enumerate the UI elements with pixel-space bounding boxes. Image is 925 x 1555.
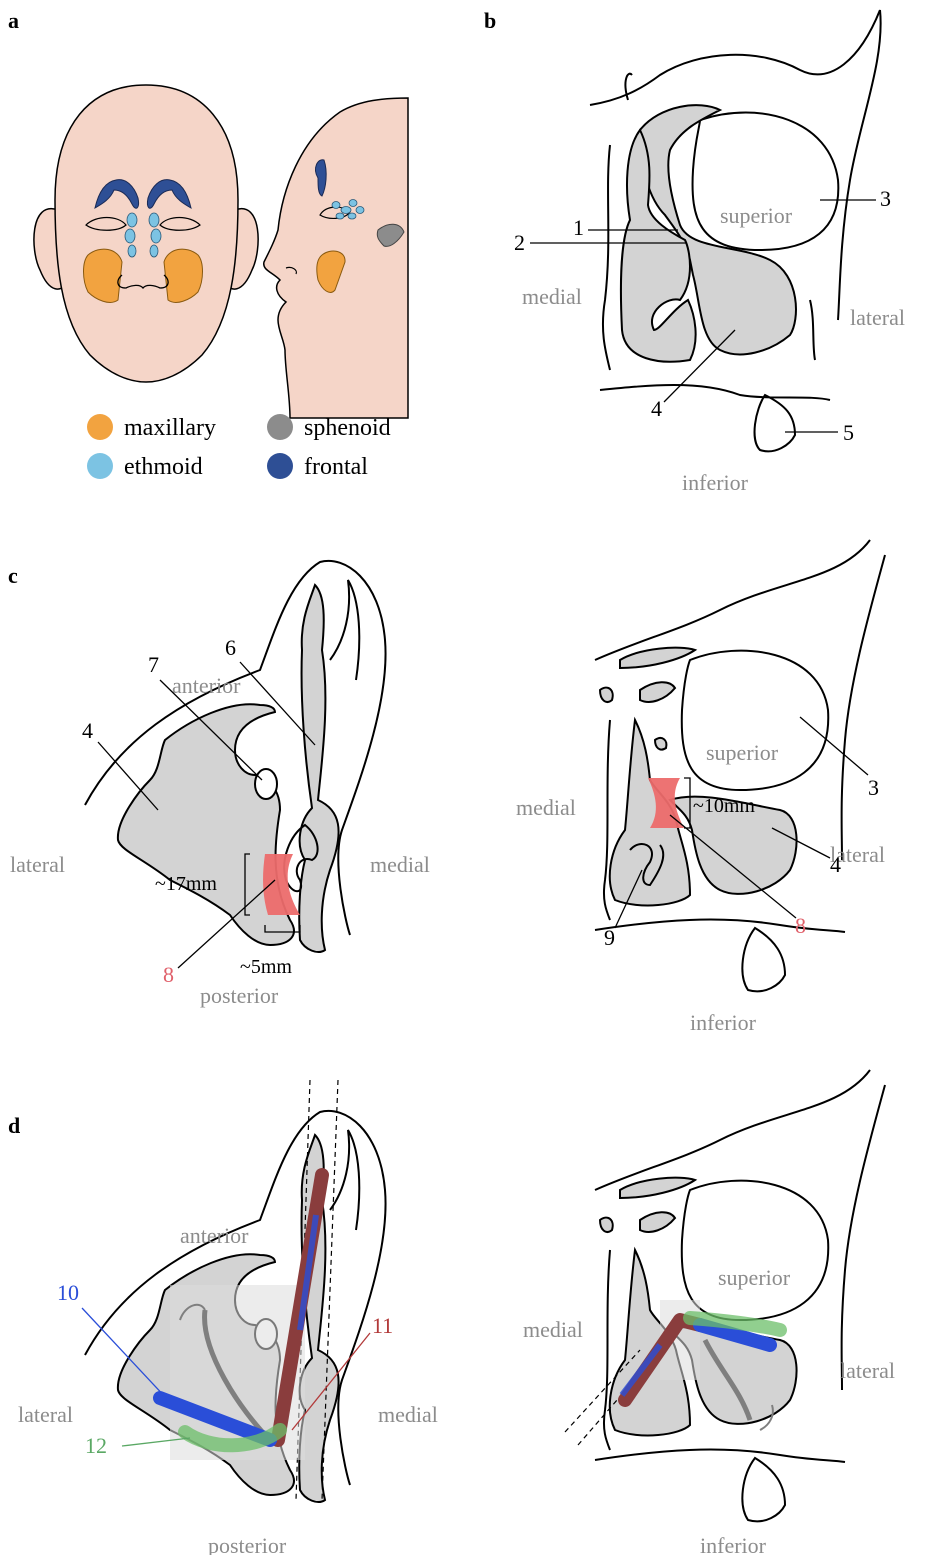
b-superior: superior [720, 203, 793, 228]
lateral-wall-b [838, 10, 881, 320]
tissue-strip-d [620, 1178, 695, 1198]
front-face-illustration [34, 85, 258, 382]
legend-label-ethmoid: ethmoid [124, 454, 203, 480]
d-right-lateral: lateral [840, 1358, 895, 1383]
b-num-3: 3 [880, 186, 891, 211]
highlight-8-c [263, 854, 300, 915]
skull-outline-c [595, 540, 870, 660]
axial-section-d [85, 1080, 386, 1502]
legend-label-maxillary: maxillary [124, 415, 216, 441]
d-right-inferior: inferior [700, 1533, 767, 1555]
sinus-legend: maxillary sphenoid ethmoid frontal [87, 414, 391, 480]
legend-label-frontal: frontal [304, 454, 368, 480]
orbit-c [682, 651, 828, 790]
legend-swatch-ethmoid [87, 453, 113, 479]
lateral-line-b [810, 300, 815, 360]
b-inferior: inferior [682, 470, 749, 495]
septum-top-b [625, 74, 632, 100]
side-face-illustration [264, 98, 408, 418]
nasal-ala-c [330, 580, 359, 680]
septum-c [299, 585, 338, 952]
c-lead-4 [98, 742, 158, 810]
lateral-wall-d [842, 1085, 885, 1390]
coronal-section-b [590, 10, 881, 451]
legend-swatch-frontal [267, 453, 293, 479]
orbit-b [693, 113, 839, 251]
d-anterior: anterior [180, 1223, 249, 1248]
structure-7-c [255, 769, 277, 799]
c-num-7: 7 [148, 652, 159, 677]
tissue-small-c [600, 688, 613, 702]
c-right-medial: medial [516, 795, 576, 820]
coronal-section-c [595, 540, 885, 991]
skull-outline-d [595, 1070, 870, 1190]
c-meas-5mm: ~5mm [240, 956, 292, 978]
orbit-d [682, 1181, 828, 1320]
tissue-blob-d [640, 1212, 675, 1232]
head-outline [55, 85, 238, 382]
legend-label-sphenoid: sphenoid [304, 415, 391, 441]
c-medial: medial [370, 852, 430, 877]
panel-label-b: b [484, 8, 496, 33]
panel-label-a: a [8, 8, 19, 33]
floor-d-right [595, 1450, 845, 1462]
c-right-superior: superior [706, 740, 779, 765]
b-num-1: 1 [573, 215, 584, 240]
panel-label-c: c [8, 563, 18, 588]
c-posterior: posterior [200, 983, 279, 1008]
lateral-wall-c [842, 555, 885, 860]
c-anterior: anterior [172, 673, 241, 698]
tooth-d-right [742, 1458, 785, 1521]
d-label-10: 10 [57, 1280, 79, 1305]
tissue-blob-c [640, 682, 675, 702]
c-meas-17mm: ~17mm [155, 873, 217, 895]
d-label-11: 11 [372, 1313, 393, 1338]
d-posterior: posterior [208, 1533, 287, 1555]
coronal-section-d [565, 1070, 885, 1521]
tissue-dot-c [655, 738, 666, 750]
septum-b [603, 145, 610, 370]
b-num-2: 2 [514, 230, 525, 255]
tissue-small-d [600, 1218, 613, 1232]
c-right-inferior: inferior [690, 1010, 757, 1035]
b-num-5: 5 [843, 420, 854, 445]
turbinate-tissue-c-right [610, 720, 690, 905]
legend-swatch-maxillary [87, 414, 113, 440]
c-num-8: 8 [163, 962, 174, 987]
c-lateral: lateral [10, 852, 65, 877]
septum-d-right [604, 1250, 610, 1450]
c-right-num-4: 4 [830, 852, 841, 877]
skull-outline-b [590, 10, 880, 105]
legend-swatch-sphenoid [267, 414, 293, 440]
c-right-num-3: 3 [868, 775, 879, 800]
c-right-num-8: 8 [795, 913, 806, 938]
floor-b [600, 385, 830, 400]
tooth-c-right [742, 928, 785, 991]
d-medial: medial [378, 1402, 438, 1427]
d-right-superior: superior [718, 1265, 791, 1290]
b-medial: medial [522, 284, 582, 309]
d-label-12: 12 [85, 1433, 107, 1458]
c-num-4: 4 [82, 718, 93, 743]
tooth-b [755, 395, 795, 451]
c-num-6: 6 [225, 635, 236, 660]
c-right-num-9: 9 [604, 925, 615, 950]
septum-c-right [604, 720, 610, 920]
axial-section-c [85, 561, 386, 952]
d-right-medial: medial [523, 1317, 583, 1342]
panel-label-d: d [8, 1113, 20, 1138]
floor-c-right [595, 920, 845, 932]
b-lateral: lateral [850, 305, 905, 330]
b-num-4: 4 [651, 396, 662, 421]
d-lateral: lateral [18, 1402, 73, 1427]
tissue-strip-c [620, 648, 695, 668]
c-right-meas-10mm: ~10mm [693, 795, 755, 817]
